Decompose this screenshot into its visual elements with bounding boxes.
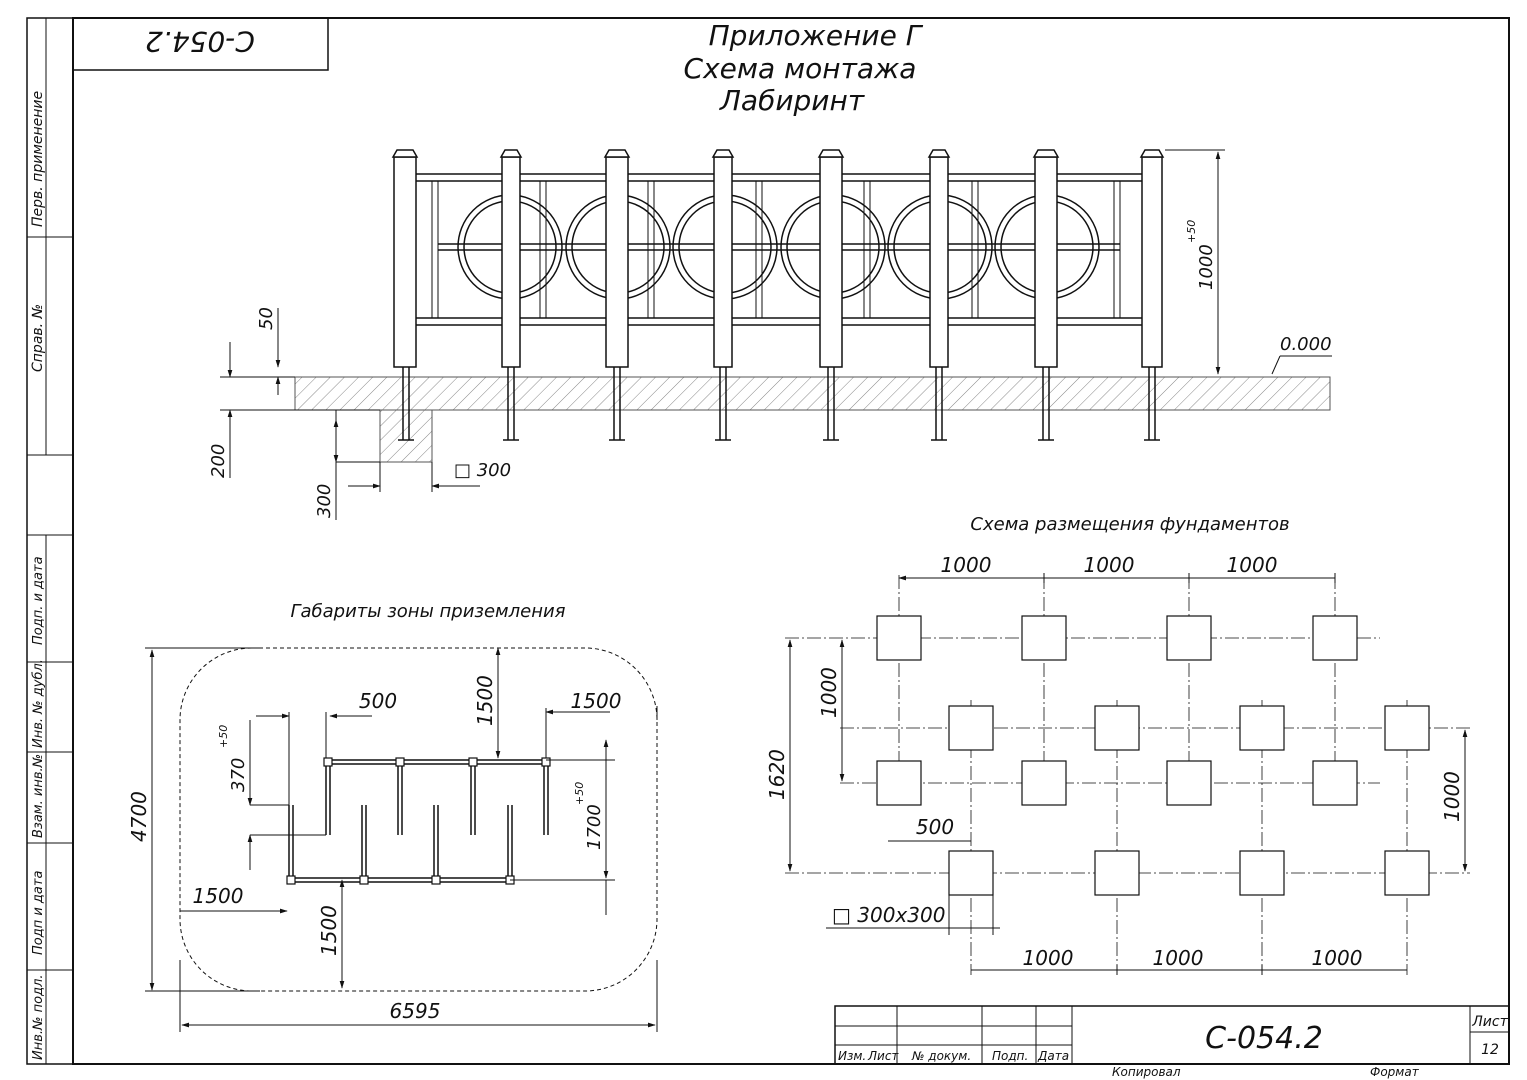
dim-50: 50: [256, 307, 277, 330]
inv-podl-label: Инв.№ подл.: [31, 974, 46, 1060]
top-dim-3: 1000: [1227, 553, 1278, 577]
dim-500-lz: 500: [359, 689, 397, 713]
name-title: Лабиринт: [719, 84, 865, 117]
top-dim-1: 1000: [941, 553, 992, 577]
perv-primenenie-label: Перв. применение: [30, 91, 46, 227]
scheme-title: Схема монтажа: [684, 52, 917, 85]
fence-elevation: 1000 +50 0.000 50 200 300 □ 300: [208, 149, 1332, 520]
col-date: Дата: [1037, 1049, 1069, 1063]
dim-370-tol: +50: [217, 725, 230, 748]
podp-data-label-2: Подп и дата: [31, 871, 46, 955]
dim-300: 300: [314, 484, 335, 518]
title-block: [834, 1005, 1510, 1065]
inv-dubl-label: Инв. № дубл.: [31, 659, 46, 748]
found-size-plan: □ 300x300: [832, 903, 945, 927]
bottom-dim-3: 1000: [1312, 946, 1363, 970]
stamp-code: С-054.2: [145, 25, 255, 58]
title-block-code: С-054.2: [1205, 1021, 1323, 1056]
dim-370: 370: [228, 758, 249, 792]
col-podp: Подп.: [992, 1049, 1028, 1063]
dim-1500-top: 1500: [473, 675, 497, 726]
sheet-number: 12: [1481, 1042, 1499, 1058]
bottom-dim-2: 1000: [1153, 946, 1204, 970]
dim-500-fp: 500: [916, 815, 954, 839]
dim-1500-left: 1500: [193, 884, 244, 908]
level-mark: 0.000: [1280, 334, 1332, 355]
right-dim-1000: 1000: [1440, 771, 1464, 822]
height-tol: +50: [1185, 220, 1198, 243]
foundation-plan: Схема размещения фундаментов: [765, 514, 1470, 975]
top-dim-2: 1000: [1084, 553, 1135, 577]
dim-1700-tol: +50: [573, 782, 586, 805]
podp-data-label-1: Подп. и дата: [31, 556, 46, 645]
sheet-label: Лист: [1471, 1014, 1508, 1030]
appendix-title: Приложение Г: [709, 19, 924, 52]
dim-200: 200: [208, 444, 229, 478]
foundation-title: Схема размещения фундаментов: [970, 514, 1289, 535]
col-doc: № докум.: [911, 1049, 971, 1063]
side-labels: Перв. применение Справ. № Подп. и дата И…: [30, 91, 46, 1060]
sheet-frame: [26, 17, 1510, 1065]
found-size-elev: □ 300: [454, 460, 511, 481]
bottom-dim-1: 1000: [1023, 946, 1074, 970]
dim-1700: 1700: [584, 804, 605, 850]
copied-label: Копировал: [1112, 1065, 1181, 1079]
dim-1500-bottom: 1500: [317, 905, 341, 956]
left-dim-1000: 1000: [817, 667, 841, 718]
landing-title: Габариты зоны приземления: [290, 601, 565, 622]
sprav-no-label: Справ. №: [30, 304, 46, 372]
height-dim: 1000: [1196, 244, 1217, 290]
format-label: Формат: [1370, 1065, 1420, 1079]
col-list: Лист: [867, 1049, 899, 1063]
landing-zone: Габариты зоны приземления: [127, 601, 658, 1032]
dim-1500-right: 1500: [571, 689, 622, 713]
vzam-inv-label: Взам. инв.№: [31, 754, 46, 838]
dim-6595: 6595: [390, 999, 441, 1023]
left-dim-1620: 1620: [765, 749, 789, 800]
col-izm: Изм.: [838, 1049, 866, 1063]
dim-4700: 4700: [127, 791, 151, 842]
